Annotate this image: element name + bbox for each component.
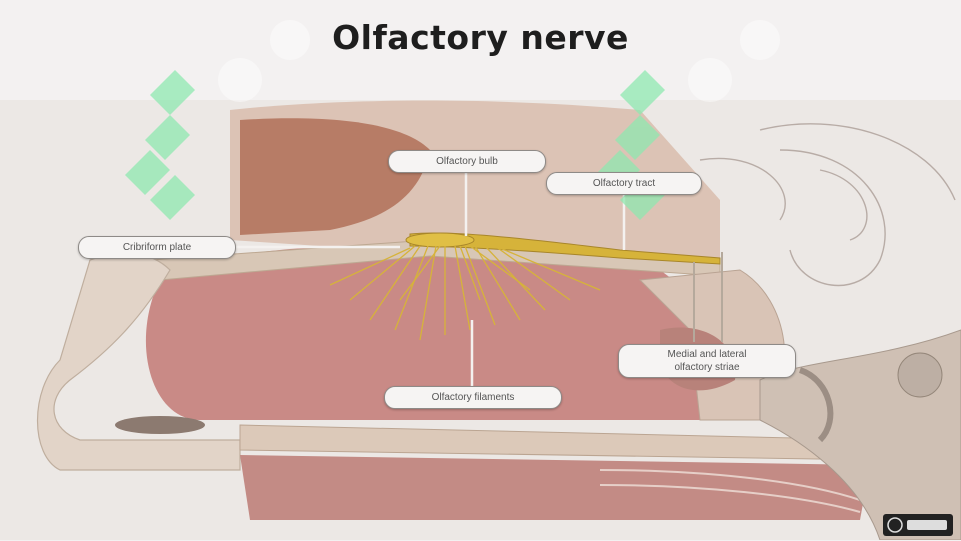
label-olfactory-bulb: Olfactory bulb bbox=[388, 150, 546, 173]
label-olfactory-striae: Medial and lateral olfactory striae bbox=[618, 344, 796, 378]
label-olfactory-striae-line1: Medial and lateral bbox=[667, 349, 747, 360]
skull-outline-sketch bbox=[699, 123, 956, 287]
olfactory-filaments-shape bbox=[329, 245, 601, 341]
diagram-title: Olfactory nerve bbox=[332, 18, 629, 57]
watermark-text-shapes bbox=[218, 20, 780, 102]
external-nose bbox=[36, 252, 241, 471]
label-olfactory-tract: Olfactory tract bbox=[546, 172, 702, 195]
vertebra bbox=[897, 352, 943, 398]
frontal-sinus bbox=[240, 118, 430, 235]
label-olfactory-striae-line2: olfactory striae bbox=[674, 362, 740, 373]
leader-lines bbox=[236, 172, 626, 386]
pharynx-folds bbox=[599, 469, 861, 513]
cc-license-icon bbox=[887, 517, 947, 533]
olfactory-bulb-shape bbox=[405, 232, 475, 248]
nostril bbox=[115, 416, 205, 434]
olfactory-striae-shape bbox=[693, 252, 723, 342]
basilar-structure bbox=[798, 367, 834, 443]
oral-cavity bbox=[240, 455, 870, 520]
nasal-cavity bbox=[145, 245, 700, 420]
cc-license-badge bbox=[883, 514, 953, 536]
label-olfactory-filaments: Olfactory filaments bbox=[384, 386, 562, 409]
label-cribriform-plate: Cribriform plate bbox=[78, 236, 236, 259]
